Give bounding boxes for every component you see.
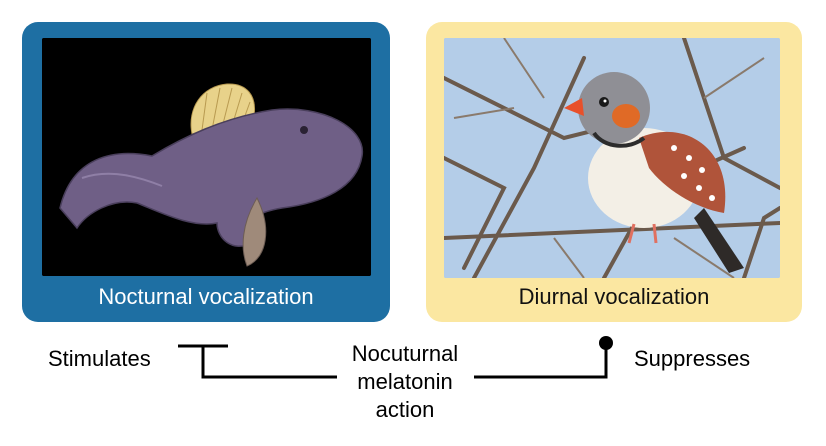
stimulates-label: Stimulates <box>48 346 151 371</box>
suppresses-label: Suppresses <box>634 346 751 371</box>
diurnal-panel: Diurnal vocalization <box>426 22 802 322</box>
fish-image <box>42 38 371 276</box>
center-line-3: action <box>375 397 435 422</box>
diurnal-caption: Diurnal vocalization <box>518 284 710 309</box>
nocturnal-caption: Nocturnal vocalization <box>98 284 314 309</box>
suppresses-dot <box>599 336 613 350</box>
suppresses-line <box>474 345 608 379</box>
melatonin-action-label: Nocuturnal melatonin action <box>330 340 480 424</box>
center-line-1: Nocuturnal <box>351 341 459 366</box>
nocturnal-panel: Nocturnal vocalization <box>22 22 390 322</box>
stimulates-line <box>201 346 337 379</box>
center-line-2: melatonin <box>357 369 453 394</box>
bird-image <box>444 38 780 278</box>
